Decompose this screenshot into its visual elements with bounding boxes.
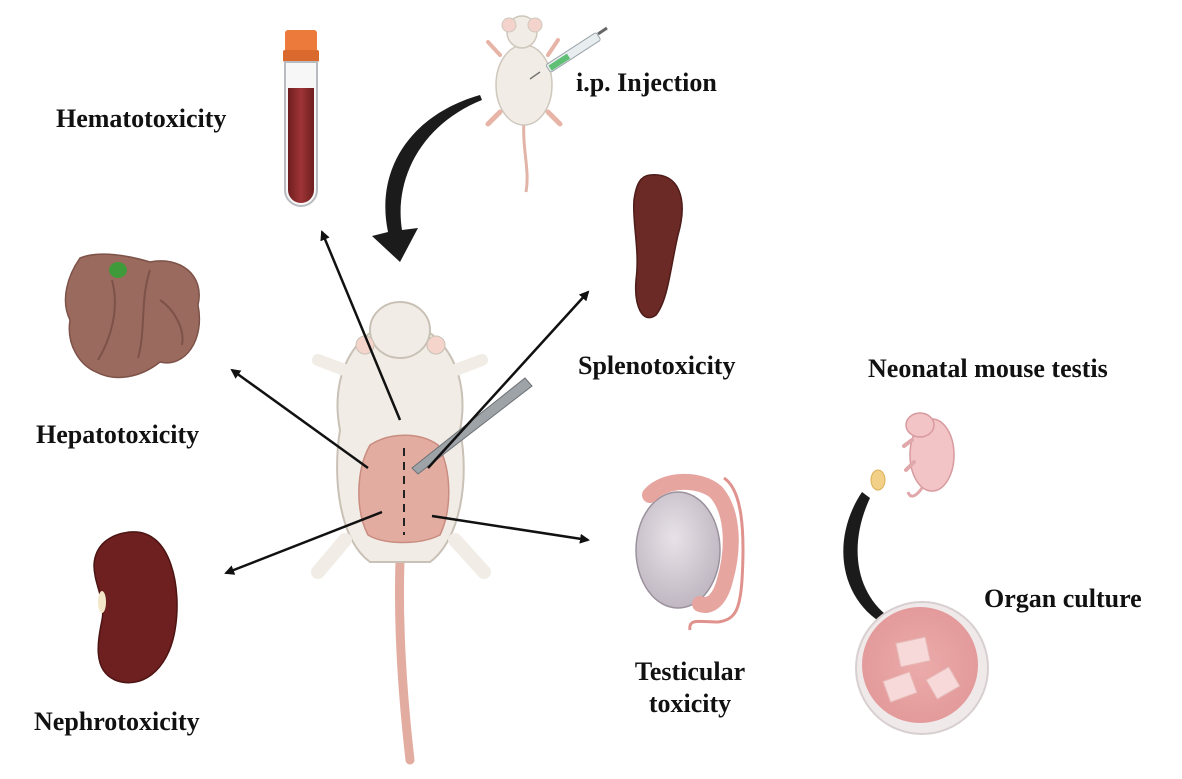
arrow-to-spleen <box>427 290 590 469</box>
scalpel-icon <box>411 377 533 475</box>
label-testicular-toxicity: Testicular toxicity <box>610 656 770 720</box>
culture-flow-arrow <box>843 492 915 640</box>
testis-sample-icon <box>870 469 886 491</box>
arrow-to-blood <box>320 230 402 421</box>
arrow-to-kidney <box>224 510 383 575</box>
dissected-mouse-icon <box>311 301 533 765</box>
blood-tube-icon <box>283 30 319 207</box>
label-nephrotoxicity: Nephrotoxicity <box>34 707 200 736</box>
label-hepatotoxicity: Hepatotoxicity <box>36 420 200 449</box>
injected-mouse-icon <box>485 15 608 193</box>
label-testicular-line1: Testicular <box>634 657 746 686</box>
toxicity-arrows <box>224 230 590 575</box>
label-testicular-line2: toxicity <box>648 689 732 718</box>
testis-icon <box>635 473 745 631</box>
neonatal-pup-icon <box>870 412 955 498</box>
gallbladder-icon <box>109 262 127 278</box>
kidney-icon <box>93 531 178 684</box>
label-neonatal-mouse-testis: Neonatal mouse testis <box>868 354 1108 383</box>
label-organ-culture: Organ culture <box>984 584 1142 613</box>
culture-dish-icon <box>855 601 989 735</box>
injection-flow-arrow <box>372 95 482 262</box>
label-injection: i.p. Injection <box>576 68 717 97</box>
syringe-icon <box>529 26 608 80</box>
label-hematotoxicity: Hematotoxicity <box>56 104 227 133</box>
arrow-to-testis <box>431 514 590 544</box>
arrow-to-liver <box>230 368 369 470</box>
label-splenotoxicity: Splenotoxicity <box>578 351 736 380</box>
liver-icon <box>64 253 201 379</box>
spleen-icon <box>632 174 683 319</box>
